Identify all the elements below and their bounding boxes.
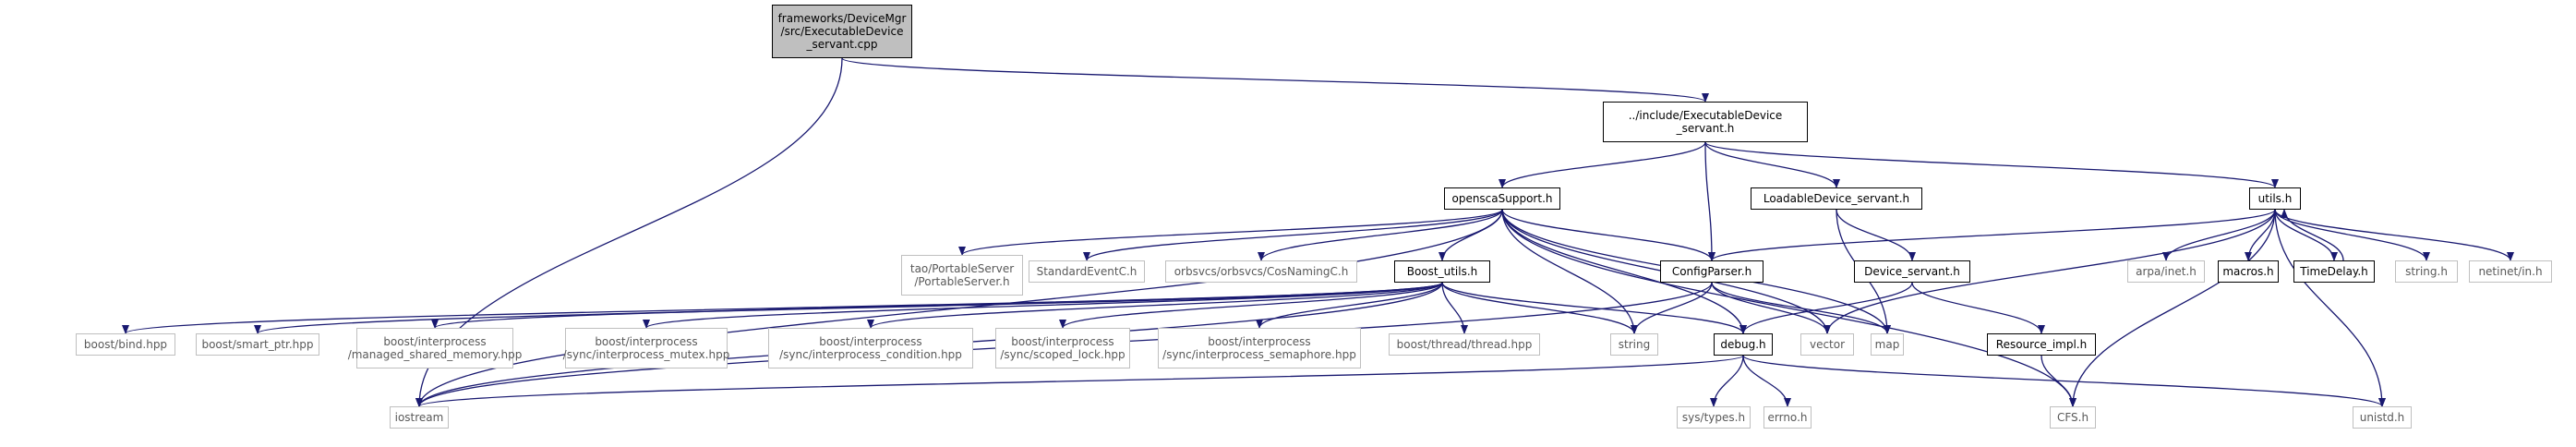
edge-utils-to-vector <box>1824 209 2276 334</box>
edge-debug-to-unistd <box>1742 355 2386 407</box>
node-utils[interactable]: utils.h <box>2249 187 2301 210</box>
edge-exec-to-ossie <box>1499 141 1706 188</box>
node-exec[interactable]: ../include/ExecutableDevice _servant.h <box>1603 102 1808 142</box>
edge-utils-to-arpa <box>2162 209 2276 261</box>
edge-utils-to-configparser <box>1708 209 2276 261</box>
node-arpa: arpa/inet.h <box>2127 260 2205 283</box>
edge-debug-to-errno <box>1742 355 1791 407</box>
edge-utils-to-netinet <box>2274 209 2514 261</box>
node-iostream: iostream <box>390 406 449 429</box>
node-debug[interactable]: debug.h <box>1714 333 1773 356</box>
node-ipcond: boost/interprocess /sync/interprocess_co… <box>768 328 973 368</box>
edge-boostutils-to-msm <box>431 282 1443 329</box>
node-netinet: netinet/in.h <box>2469 260 2552 283</box>
node-scoped: boost/interprocess /sync/scoped_lock.hpp <box>995 328 1130 368</box>
edge-configparser-to-map <box>1711 282 1891 334</box>
edge-ossie-to-configparser <box>1501 209 1715 261</box>
edge-debug-to-systypes <box>1710 355 1744 407</box>
edge-ossie-to-boostutils <box>1438 209 1503 261</box>
edge-boostutils-to-debug <box>1441 282 1747 334</box>
edge-timedelay-to-utils <box>2281 209 2344 261</box>
edge-devservant-to-resimpl <box>1911 282 2045 334</box>
edge-exec-to-loadable <box>1704 141 1840 188</box>
node-timedelay[interactable]: TimeDelay.h <box>2293 260 2375 283</box>
edge-ossie-to-stdevent <box>1083 209 1503 261</box>
edge-ossie-to-string <box>1501 209 1638 334</box>
node-bind: boost/bind.hpp <box>76 333 175 356</box>
node-resimpl[interactable]: Resource_impl.h <box>1987 333 2096 356</box>
edge-utils-to-timedelay <box>2274 209 2338 261</box>
node-ossie[interactable]: openscaSupport.h <box>1444 187 1560 210</box>
edge-utils-to-stringh <box>2274 209 2430 261</box>
node-macros[interactable]: macros.h <box>2218 260 2279 283</box>
edge-devservant-to-debug <box>1739 282 1913 334</box>
node-root[interactable]: frameworks/DeviceMgr /src/ExecutableDevi… <box>772 5 912 58</box>
node-cfs: CFS.h <box>2050 406 2096 429</box>
node-cosnaming: orbsvcs/orbsvcs/CosNamingC.h <box>1165 260 1357 283</box>
edge-boostutils-to-ipmutex <box>643 282 1443 329</box>
edge-boostutils-to-ipcond <box>867 282 1443 329</box>
edge-debug-to-iostream <box>415 355 1744 407</box>
node-ipsem: boost/interprocess /sync/interprocess_se… <box>1158 328 1361 368</box>
node-thread: boost/thread/thread.hpp <box>1389 333 1540 356</box>
node-tao: tao/PortableServer /PortableServer.h <box>901 255 1023 296</box>
edge-boostutils-to-thread <box>1441 282 1468 334</box>
edge-boostutils-to-string <box>1441 282 1638 334</box>
edge-layer <box>122 57 2514 407</box>
edge-loadable-to-devservant <box>1836 209 1916 261</box>
node-stdevent: StandardEventC.h <box>1029 260 1145 283</box>
edge-configparser-to-string <box>1631 282 1713 334</box>
node-stringh: string.h <box>2395 260 2458 283</box>
edge-utils-to-unistd <box>2274 209 2386 407</box>
edge-boostutils-to-scoped <box>1059 282 1443 329</box>
edge-ossie-to-debug <box>1501 209 1747 334</box>
edge-root-to-exec <box>841 57 1709 103</box>
node-ipmutex: boost/interprocess /sync/interprocess_mu… <box>563 328 729 368</box>
node-loadable[interactable]: LoadableDevice_servant.h <box>1751 187 1922 210</box>
edge-utils-to-cfs <box>2069 209 2276 407</box>
edge-ossie-to-cfs <box>1501 209 2076 407</box>
node-errno: errno.h <box>1763 406 1812 429</box>
node-msm: boost/interprocess /managed_shared_memor… <box>348 328 522 368</box>
edge-exec-to-utils <box>1704 141 2279 188</box>
edge-boostutils-to-ipsem <box>1256 282 1443 329</box>
node-systypes: sys/types.h <box>1677 406 1751 429</box>
node-smartptr: boost/smart_ptr.hpp <box>196 333 319 356</box>
edge-ossie-to-cosnaming <box>1258 209 1503 261</box>
node-vector: vector <box>1800 333 1854 356</box>
node-configparser[interactable]: ConfigParser.h <box>1660 260 1763 283</box>
edge-configparser-to-vector <box>1711 282 1831 334</box>
node-devservant[interactable]: Device_servant.h <box>1854 260 1970 283</box>
edge-exec-to-configparser <box>1704 141 1715 261</box>
edge-ossie-to-tao <box>958 209 1503 256</box>
node-string: string <box>1610 333 1658 356</box>
node-map: map <box>1871 333 1904 356</box>
node-unistd: unistd.h <box>2353 406 2412 429</box>
node-boostutils[interactable]: Boost_utils.h <box>1394 260 1490 283</box>
